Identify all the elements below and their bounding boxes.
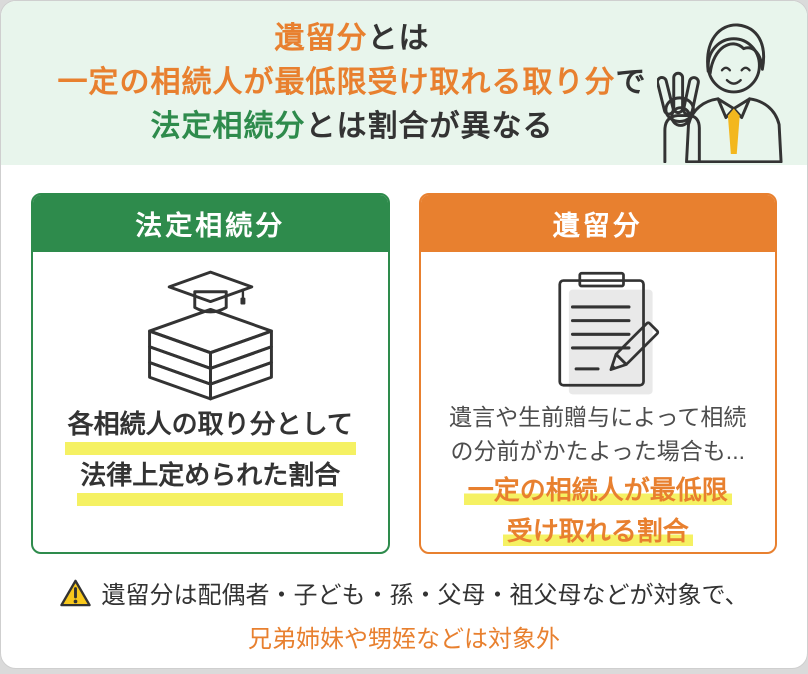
iryubun-point-line2: 受け取れる割合 (502, 513, 693, 550)
iryubun-description: 遺言や生前贈与によって相続の分前がかたよった場合も... (449, 404, 747, 464)
iryubun-point-line1: 一定の相続人が最低限 (463, 472, 732, 509)
header-band: 遺留分とは 一定の相続人が最低限受け取れる取り分で 法定相続分とは割合が異なる (1, 1, 807, 165)
footnote-line1: 遺留分は配偶者・子ども・孫・父母・祖父母などが対象で、 (1, 575, 807, 610)
card-hotei-body: 各相続人の取り分として 法律上定められた割合 (33, 252, 388, 552)
document-pencil-icon (558, 271, 659, 395)
hotei-statement-line2: 法律上定められた割合 (77, 460, 344, 506)
page-title: 遺留分とは 一定の相続人が最低限受け取れる取り分で 法定相続分とは割合が異なる (37, 17, 667, 149)
book-stack-graduation-cap-icon (148, 270, 274, 401)
title-definition: 一定の相続人が最低限受け取れる取り分 (57, 66, 616, 99)
title-term-iryubun: 遺留分 (274, 22, 368, 55)
title-line-3: 法定相続分とは割合が異なる (150, 110, 554, 143)
title-line-1: 遺留分とは (274, 22, 430, 55)
footnote: 遺留分は配偶者・子ども・孫・父母・祖父母などが対象で、 兄弟姉妹や甥姪などは対象… (1, 575, 807, 654)
card-hotei-sozokubun: 法定相続分 各相続人の取り分として 法律上定められた割合 (31, 193, 390, 554)
comparison-cards: 法定相続分 各相続人の取り分として 法律上定められた割合 (31, 193, 777, 554)
footnote-line2: 兄弟姉妹や甥姪などは対象外 (248, 626, 560, 653)
footnote-text-dark: 遺留分は配偶者・子ども・孫・父母・祖父母などが対象で、 (101, 582, 749, 609)
card-iryubun-body: 遺言や生前贈与によって相続の分前がかたよった場合も... 一定の相続人が最低限 … (421, 252, 776, 552)
title-term-hotei: 法定相続分 (150, 110, 306, 143)
card-iryubun: 遺留分 遺言や生前贈与によって相続の分前がかたよった場合も... 一定の相続人が… (418, 193, 777, 554)
warning-triangle-icon (60, 579, 92, 606)
ok-hand (657, 71, 701, 163)
title-line-2: 一定の相続人が最低限受け取れる取り分で (57, 66, 647, 99)
man-ok-sign-illustration (657, 23, 783, 163)
hotei-statement-line1: 各相続人の取り分として (64, 409, 356, 455)
card-iryubun-title: 遺留分 (420, 195, 775, 252)
card-hotei-title: 法定相続分 (33, 195, 388, 252)
